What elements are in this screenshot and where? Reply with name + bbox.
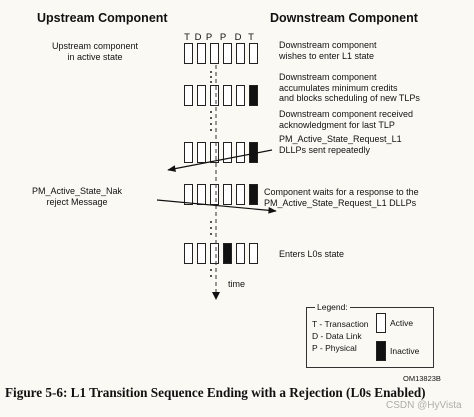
downstream-note-wishes: Downstream component wishes to enter L1 … xyxy=(279,40,377,61)
layer-block xyxy=(184,142,193,163)
layer-block xyxy=(210,243,219,264)
legend-item-datalink: D - Data Link xyxy=(312,331,362,341)
layer-block xyxy=(223,85,232,106)
column-label-datalink-down: D xyxy=(234,32,242,43)
upstream-header: Upstream Component xyxy=(37,11,168,25)
time-axis-arrowhead xyxy=(212,292,220,300)
layer-block xyxy=(184,85,193,106)
layer-stack-row-3 xyxy=(184,142,258,163)
layer-block xyxy=(197,243,206,264)
downstream-note-accumulates: Downstream component accumulates minimum… xyxy=(279,72,420,103)
layer-block xyxy=(197,85,206,106)
watermark: CSDN @HyVista xyxy=(386,400,462,411)
column-label-transaction-down: T xyxy=(248,32,254,43)
legend-active-swatch xyxy=(376,313,386,333)
layer-stack-row-4 xyxy=(184,184,258,205)
layer-block-inactive xyxy=(249,184,258,205)
column-label-physical-up: P xyxy=(205,32,213,43)
dllp-arrow xyxy=(167,149,273,172)
layer-block xyxy=(223,142,232,163)
column-label-transaction-up: T xyxy=(184,32,190,43)
layer-block xyxy=(210,43,219,64)
layer-block xyxy=(249,243,258,264)
legend-inactive-label: Inactive xyxy=(390,346,420,356)
layer-block-inactive xyxy=(249,85,258,106)
downstream-note-l0s: Enters L0s state xyxy=(279,249,345,259)
downstream-note-ack: Downstream component received acknowledg… xyxy=(279,109,414,130)
layer-block xyxy=(210,142,219,163)
legend-title: Legend: xyxy=(315,302,350,313)
time-label: time xyxy=(228,279,246,289)
ellipsis-dots xyxy=(210,71,212,277)
layer-stack-row-2 xyxy=(184,85,258,106)
layer-block xyxy=(236,184,245,205)
downstream-note-dllps: PM_Active_State_Request_L1 DLLPs sent re… xyxy=(279,134,402,155)
legend-inactive-swatch xyxy=(376,341,386,361)
layer-block xyxy=(197,142,206,163)
layer-block xyxy=(236,243,245,264)
layer-block xyxy=(236,85,245,106)
layer-block xyxy=(197,43,206,64)
layer-block xyxy=(236,43,245,64)
downstream-note-waits: Component waits for a response to the PM… xyxy=(264,187,419,208)
downstream-header: Downstream Component xyxy=(270,11,418,25)
layer-block xyxy=(236,142,245,163)
layer-block xyxy=(249,43,258,64)
legend-item-physical: P - Physical xyxy=(312,343,357,353)
layer-stack-row-1 xyxy=(184,43,258,64)
layer-block xyxy=(210,85,219,106)
layer-block xyxy=(210,184,219,205)
column-label-physical-down: P xyxy=(219,32,227,43)
upstream-note-active: Upstream component in active state xyxy=(52,41,139,62)
column-label-datalink-up: D xyxy=(194,32,202,43)
layer-block xyxy=(184,43,193,64)
layer-block xyxy=(223,43,232,64)
figure-caption: Figure 5-6: L1 Transition Sequence Endin… xyxy=(5,385,426,400)
layer-block xyxy=(184,243,193,264)
layer-block xyxy=(223,184,232,205)
legend-active-label: Active xyxy=(390,318,414,328)
figure-ref-code: OM13823B xyxy=(403,374,441,383)
layer-block xyxy=(184,184,193,205)
legend-box: Legend: T - Transaction D - Data Link P … xyxy=(306,302,434,368)
layer-block-inactive xyxy=(223,243,232,264)
legend-item-transaction: T - Transaction xyxy=(312,319,369,329)
layer-stack-row-5 xyxy=(184,243,258,264)
nak-arrow xyxy=(156,199,277,214)
upstream-note-nak: PM_Active_State_Nak reject Message xyxy=(32,186,123,207)
